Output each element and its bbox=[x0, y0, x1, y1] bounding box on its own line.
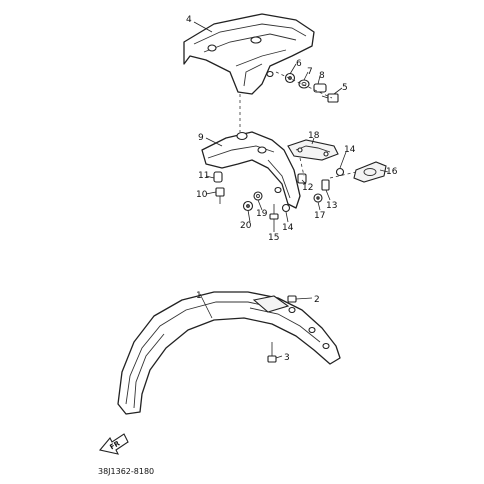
hardware-15-screw bbox=[269, 204, 279, 226]
callout-6: 6 bbox=[296, 59, 302, 69]
hardware-7-washer bbox=[298, 79, 310, 89]
assembly-line-reflector bbox=[329, 171, 357, 179]
hardware-20-nut bbox=[242, 200, 254, 212]
callout-numbers: 4 6 7 8 5 9 18 14 16 11 12 10 13 17 19 2… bbox=[186, 15, 398, 363]
assembly-line-hardware bbox=[275, 71, 333, 99]
callout-13: 13 bbox=[326, 201, 337, 211]
bracket-part-9 bbox=[201, 131, 301, 209]
callout-16: 16 bbox=[386, 167, 398, 177]
hardware-10-bolt bbox=[215, 187, 225, 204]
callout-15: 15 bbox=[268, 233, 279, 243]
callout-4: 4 bbox=[186, 15, 192, 25]
hardware-2-clip bbox=[287, 295, 297, 303]
leader-lines bbox=[193, 21, 389, 359]
rear-fender-part-1 bbox=[117, 291, 341, 415]
reflector-part-16 bbox=[353, 161, 387, 183]
callout-5: 5 bbox=[342, 83, 348, 93]
callout-14-lower: 14 bbox=[282, 223, 294, 233]
hardware-14-washer-lower bbox=[281, 203, 291, 213]
callout-17: 17 bbox=[314, 211, 325, 221]
callout-10: 10 bbox=[196, 190, 208, 200]
callout-1: 1 bbox=[196, 291, 202, 301]
hardware-14-washer-upper bbox=[335, 167, 345, 177]
callout-9: 9 bbox=[198, 133, 204, 143]
hardware-12-spacer bbox=[297, 173, 307, 184]
hardware-17-nut bbox=[313, 193, 323, 203]
light-assembly-part-18 bbox=[287, 139, 339, 161]
assembly-line-light bbox=[299, 157, 305, 177]
callout-14-upper: 14 bbox=[344, 145, 356, 155]
hardware-6-nut bbox=[284, 72, 296, 84]
hardware-5-bolt bbox=[321, 93, 339, 103]
callout-2: 2 bbox=[314, 295, 320, 305]
callout-18: 18 bbox=[308, 131, 320, 141]
hardware-11-collar bbox=[213, 171, 223, 183]
hardware-13-bolt bbox=[321, 179, 330, 191]
callout-8: 8 bbox=[319, 71, 325, 81]
hardware-19-washer bbox=[253, 191, 263, 201]
front-direction-arrow: FR bbox=[98, 433, 129, 455]
callout-7: 7 bbox=[307, 67, 313, 77]
callout-12: 12 bbox=[302, 183, 313, 193]
callout-3: 3 bbox=[284, 353, 290, 363]
tail-cover-part-4 bbox=[183, 13, 315, 95]
callout-20: 20 bbox=[240, 221, 252, 231]
callout-11: 11 bbox=[198, 171, 209, 181]
diagram-code: 38J1362-8180 bbox=[98, 467, 154, 476]
hardware-3-bolt bbox=[267, 342, 277, 363]
callout-19: 19 bbox=[256, 209, 268, 219]
